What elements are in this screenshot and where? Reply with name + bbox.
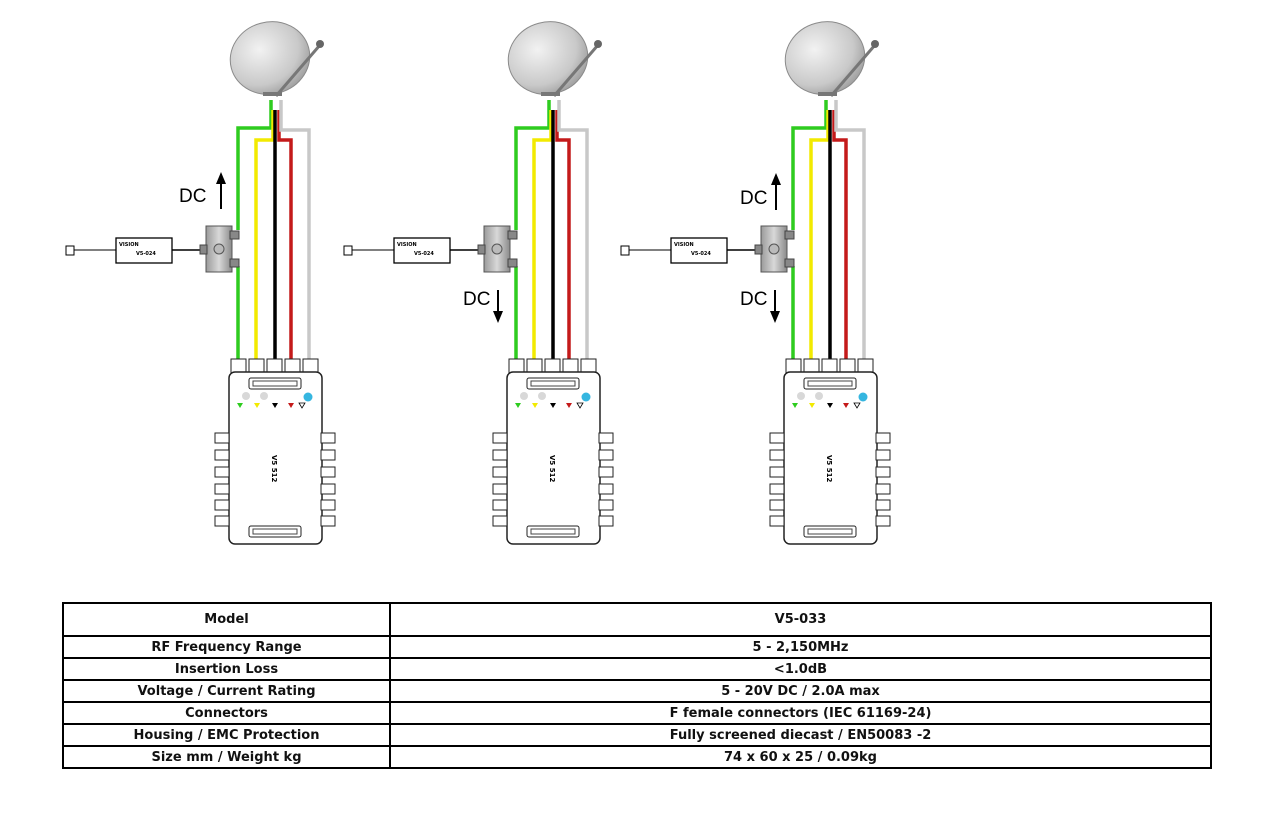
dc-indicator-down: DC xyxy=(740,289,780,323)
table-row: RF Frequency Range 5 - 2,150MHz xyxy=(62,635,1212,659)
dc-indicator: DC xyxy=(179,172,226,209)
power-supply: VISION V5-024 xyxy=(620,237,761,264)
spec-label: Voltage / Current Rating xyxy=(62,679,391,703)
dc-indicator: DC xyxy=(463,289,503,323)
spec-value: 5 - 2,150MHz xyxy=(389,635,1212,659)
spec-label: Housing / EMC Protection xyxy=(62,723,391,747)
cables xyxy=(791,100,866,362)
spec-value: F female connectors (IEC 61169-24) xyxy=(389,701,1212,725)
power-inserter xyxy=(754,225,795,273)
arrow-up-icon xyxy=(216,172,226,184)
psu-brand: VISION xyxy=(397,242,417,248)
multiswitch: V5 512 xyxy=(214,358,336,545)
multiswitch-model: V5 512 xyxy=(270,455,278,482)
psu-model: V5-024 xyxy=(414,251,434,257)
spec-value: Fully screened diecast / EN50083 -2 xyxy=(389,723,1212,747)
satellite-dish xyxy=(784,21,879,97)
dc-label: DC xyxy=(463,289,490,310)
specifications-table: Model V5-033 RF Frequency Range 5 - 2,15… xyxy=(62,602,1212,769)
dc-label: DC xyxy=(740,188,767,209)
arrow-up-icon xyxy=(771,173,781,185)
satellite-dish xyxy=(229,21,324,97)
satellite-dish xyxy=(507,21,602,97)
dc-label: DC xyxy=(179,186,206,207)
spec-value: 74 x 60 x 25 / 0.09kg xyxy=(389,745,1212,769)
psu-brand: VISION xyxy=(674,242,694,248)
spec-label: Model xyxy=(62,602,391,637)
spec-value: 5 - 20V DC / 2.0A max xyxy=(389,679,1212,703)
psu-model: V5-024 xyxy=(691,251,711,257)
psu-model: V5-024 xyxy=(136,251,156,257)
spec-label: Connectors xyxy=(62,701,391,725)
cables xyxy=(514,100,589,362)
table-row: Connectors F female connectors (IEC 6116… xyxy=(62,701,1212,725)
panel-1: DC VISION V5-024 xyxy=(65,21,336,545)
power-inserter xyxy=(199,225,240,273)
table-row: Housing / EMC Protection Fully screened … xyxy=(62,723,1212,747)
cables xyxy=(236,100,311,362)
power-inserter xyxy=(477,225,518,273)
panel-3: DC DC VISION V5-024 xyxy=(620,21,891,545)
spec-value: <1.0dB xyxy=(389,657,1212,681)
installation-diagram: DC VISION V5-024 xyxy=(65,21,891,545)
arrow-down-icon xyxy=(770,311,780,323)
multiswitch-model: V5 512 xyxy=(825,455,833,482)
dc-label: DC xyxy=(740,289,767,310)
table-row: Size mm / Weight kg 74 x 60 x 25 / 0.09k… xyxy=(62,745,1212,769)
power-supply: VISION V5-024 xyxy=(65,237,206,264)
spec-label: RF Frequency Range xyxy=(62,635,391,659)
psu-brand: VISION xyxy=(119,242,139,248)
spec-value: V5-033 xyxy=(389,602,1212,637)
multiswitch: V5 512 xyxy=(769,358,891,545)
table-row: Insertion Loss <1.0dB xyxy=(62,657,1212,681)
spec-label: Insertion Loss xyxy=(62,657,391,681)
table-row: Model V5-033 xyxy=(62,602,1212,637)
power-supply: VISION V5-024 xyxy=(343,237,484,264)
multiswitch-model: V5 512 xyxy=(548,455,556,482)
arrow-down-icon xyxy=(493,311,503,323)
dc-indicator-up: DC xyxy=(740,173,781,210)
table-row: Voltage / Current Rating 5 - 20V DC / 2.… xyxy=(62,679,1212,703)
spec-label: Size mm / Weight kg xyxy=(62,745,391,769)
multiswitch: V5 512 xyxy=(492,358,614,545)
panel-2: DC VISION V5-024 xyxy=(343,21,614,545)
